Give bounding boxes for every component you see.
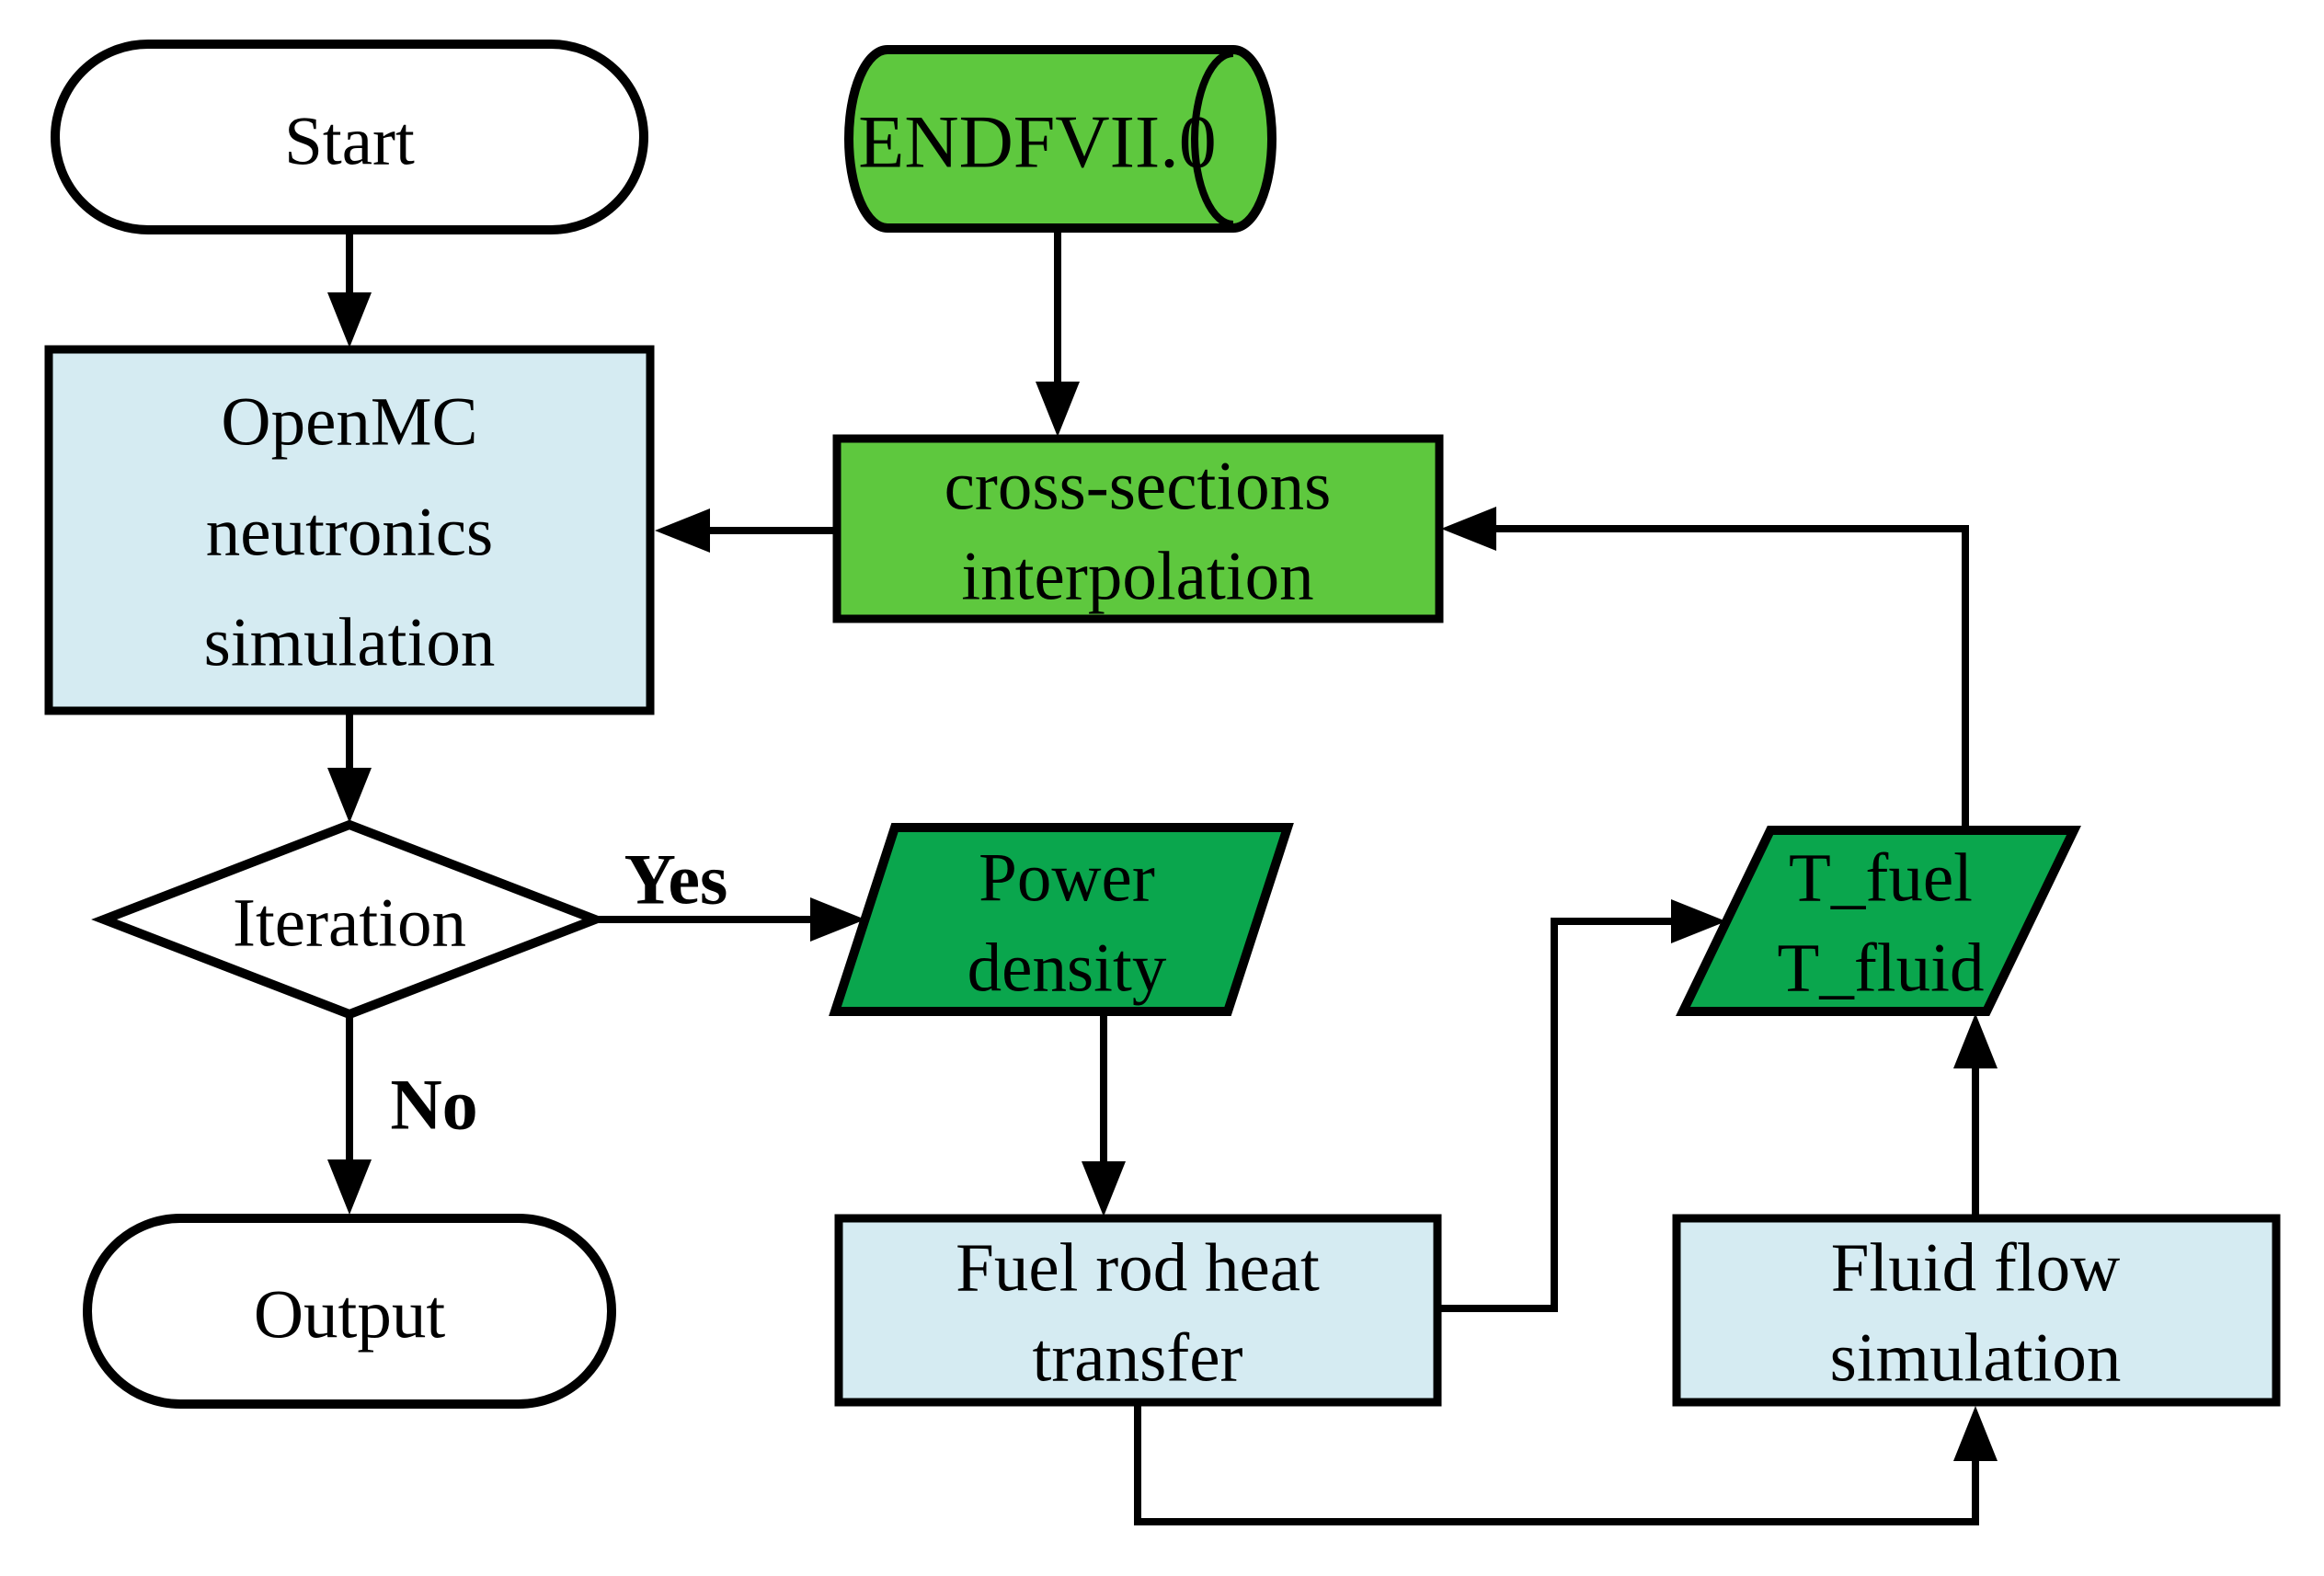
tfuel-label-line1: T_fuel xyxy=(1789,839,1973,916)
arrowhead-fluid-tfuel xyxy=(1953,1013,1998,1068)
arrowhead-start-openmc xyxy=(327,292,372,348)
power-parallelogram-shape xyxy=(829,823,1294,1016)
output-terminator-shape xyxy=(83,1214,616,1409)
fluid-box-shape xyxy=(1672,1214,2281,1407)
openmc-label-line1: OpenMC xyxy=(221,383,477,460)
node-fuelrod: Fuel rod heat transfer xyxy=(834,1214,1442,1407)
arrowhead-openmc-iteration xyxy=(327,768,372,823)
node-endf: ENDFVII.0 xyxy=(844,45,1276,233)
arrowhead-fuelrod-tfuel xyxy=(1671,899,1726,943)
arrowhead-endf-xs xyxy=(1036,382,1080,437)
yes-edge-label: Yes xyxy=(624,839,728,919)
edge-fuelrod-tfuel xyxy=(1437,918,1680,1312)
tfuel-label-line2: T_fluid xyxy=(1778,930,1985,1006)
fuelrod-box-shape xyxy=(834,1214,1442,1407)
xs-box-shape xyxy=(832,434,1444,623)
arrowhead-iteration-power xyxy=(810,897,865,942)
arrowhead-iteration-output xyxy=(327,1159,372,1215)
node-output: Output xyxy=(83,1214,616,1409)
tfuel-parallelogram-shape xyxy=(1676,826,2081,1016)
edges xyxy=(327,230,1998,1525)
iteration-label: Iteration xyxy=(233,885,466,961)
openmc-label-line2: neutronics xyxy=(206,494,493,570)
start-label: Start xyxy=(284,103,415,179)
arrowhead-tfuel-xs xyxy=(1441,507,1496,551)
endf-cylinder-shape xyxy=(844,45,1276,233)
node-power: Power density xyxy=(829,823,1294,1016)
xs-label-line2: interpolation xyxy=(961,538,1313,614)
openmc-label-line3: simulation xyxy=(204,604,496,680)
node-fluid: Fluid flow simulation xyxy=(1672,1214,2281,1407)
node-start: Start xyxy=(51,40,648,234)
endf-label: ENDFVII.0 xyxy=(858,100,1216,184)
power-label-line2: density xyxy=(967,930,1167,1006)
xs-label-line1: cross-sections xyxy=(944,448,1332,524)
arrowhead-xs-openmc xyxy=(655,508,710,553)
no-edge-label: No xyxy=(390,1064,477,1144)
node-tfuel: T_fuel T_fluid xyxy=(1676,826,2081,1016)
start-terminator-shape xyxy=(51,40,648,234)
arrowhead-power-fuelrod xyxy=(1082,1161,1126,1216)
endf-cylinder-cap-arc xyxy=(1191,50,1234,228)
node-openmc: OpenMC neutronics simulation xyxy=(44,345,655,715)
edge-fuelrod-fluid xyxy=(1134,1402,1979,1525)
arrowhead-fuelrod-fluid xyxy=(1953,1406,1998,1461)
node-iteration: Iteration xyxy=(91,819,608,1020)
power-label-line1: Power xyxy=(979,839,1155,916)
openmc-box-shape xyxy=(44,345,655,715)
fluid-label-line1: Fluid flow xyxy=(1831,1229,2121,1306)
output-label: Output xyxy=(254,1276,446,1353)
iteration-diamond-shape xyxy=(91,819,608,1020)
edge-tfuel-xs xyxy=(1494,525,1969,830)
fuelrod-label-line2: transfer xyxy=(1032,1319,1242,1396)
node-xs: cross-sections interpolation xyxy=(832,434,1444,623)
fluid-label-line2: simulation xyxy=(1830,1319,2122,1396)
fuelrod-label-line1: Fuel rod heat xyxy=(956,1229,1320,1306)
diagram-root: Start ENDFVII.0 OpenMC neutronics simula… xyxy=(44,40,2281,1525)
